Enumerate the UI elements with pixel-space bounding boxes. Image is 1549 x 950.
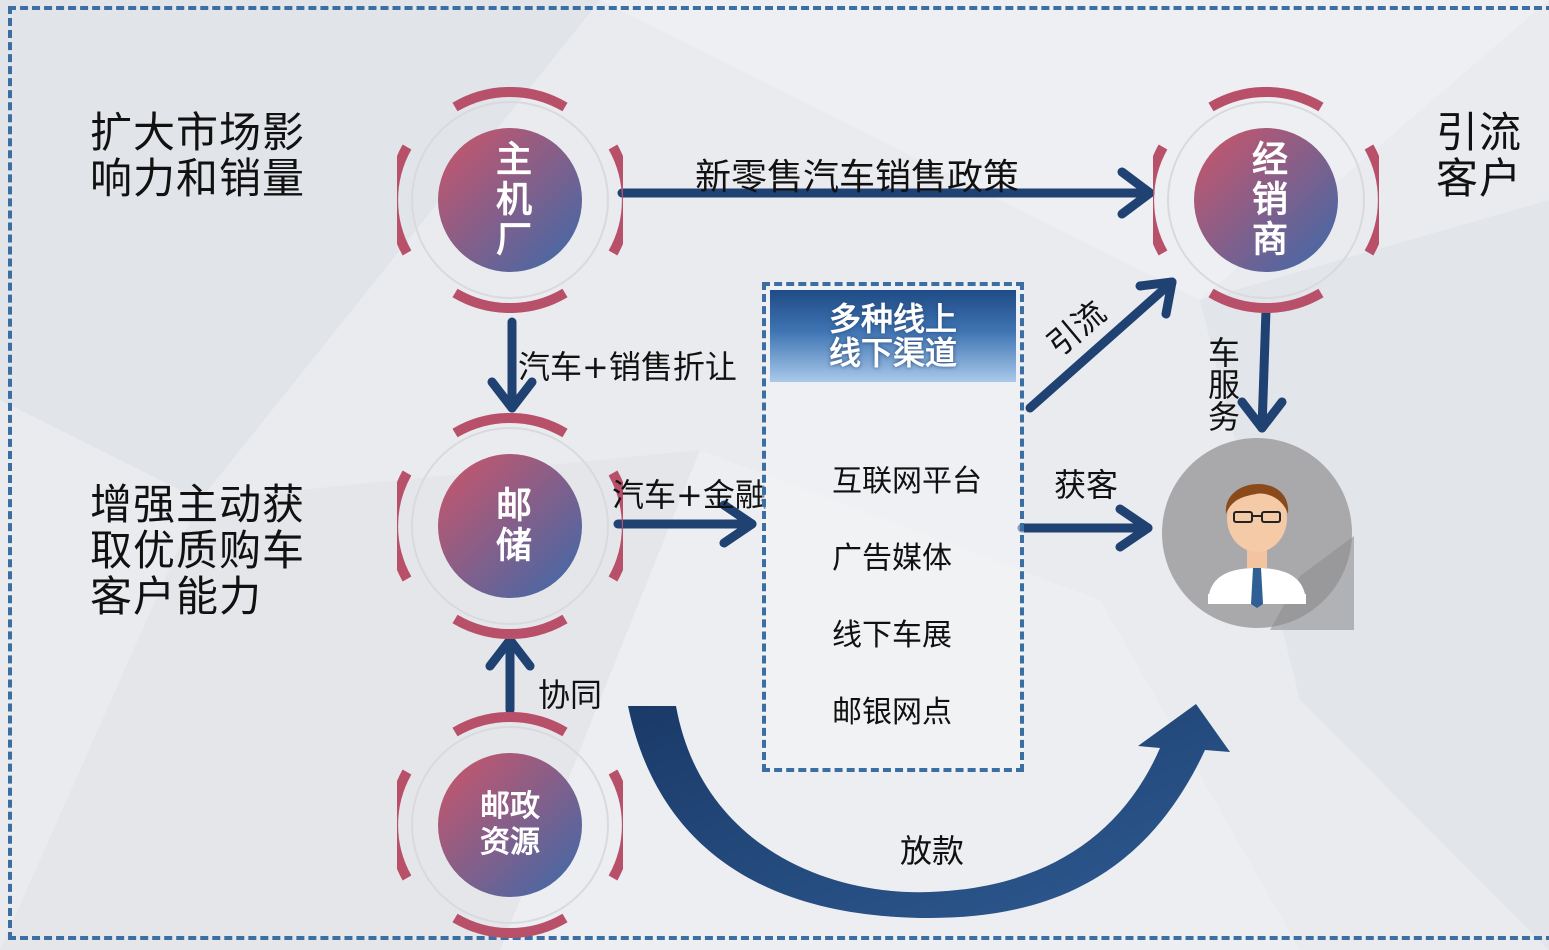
- postal-resources-node: 邮政 资源: [397, 712, 623, 938]
- arrow-dealer-to-customer: [1237, 305, 1287, 433]
- postal-bank-node-graphic: [397, 413, 623, 639]
- edge-label-loan: 放款: [900, 832, 965, 870]
- arrow-resources-to-bank: [485, 635, 535, 715]
- channel-item: 广告媒体: [832, 541, 952, 576]
- postal-bank-label: 邮储: [490, 486, 531, 566]
- channels-title: 多种线上 线下渠道: [770, 290, 1016, 382]
- edge-label-car-finance: 汽车+金融: [612, 476, 767, 514]
- postal-resources-label: 邮政 资源: [480, 789, 540, 860]
- loan-arrow: [628, 704, 1230, 918]
- manufacturer-goal-text: 扩大市场影 响力和销量: [90, 108, 306, 203]
- outer-frame: [8, 6, 1549, 940]
- edge-label-discount: 汽车+销售折让: [518, 348, 737, 386]
- edge-label-synergy: 协同: [538, 676, 603, 714]
- arrow-bank-to-channels: [613, 500, 757, 548]
- bank-goal-text: 增强主动获 取优质购车 客户能力: [90, 480, 306, 621]
- manufacturer-label: 主机厂: [490, 140, 531, 260]
- postal-bank-node: 邮储: [397, 413, 623, 639]
- arrow-channels-to-dealer: [1025, 277, 1177, 413]
- dealer-node: 经销商: [1153, 87, 1379, 313]
- edge-label-acquire: 获客: [1054, 466, 1119, 504]
- channel-item: 邮银网点: [832, 695, 952, 730]
- edge-label-sales-policy: 新零售汽车销售政策: [695, 157, 1020, 198]
- customer-avatar-icon: [1162, 438, 1354, 630]
- channel-item: 线下车展: [832, 618, 952, 653]
- arrow-manufacturer-to-bank: [487, 317, 537, 413]
- dealer-label: 经销商: [1246, 140, 1287, 260]
- dealer-goal-text: 引流 客户: [1436, 108, 1523, 203]
- arrow-manufacturer-to-dealer: [617, 167, 1155, 219]
- dealer-node-graphic: [1153, 87, 1379, 313]
- manufacturer-node: 主机厂: [397, 87, 623, 313]
- postal-resources-node-graphic: [397, 712, 623, 938]
- channel-item: 互联网平台: [832, 464, 982, 499]
- manufacturer-node-graphic: [397, 87, 623, 313]
- arrow-channels-to-customer: [1017, 504, 1153, 552]
- edge-label-car-service: 车服务: [1203, 336, 1241, 432]
